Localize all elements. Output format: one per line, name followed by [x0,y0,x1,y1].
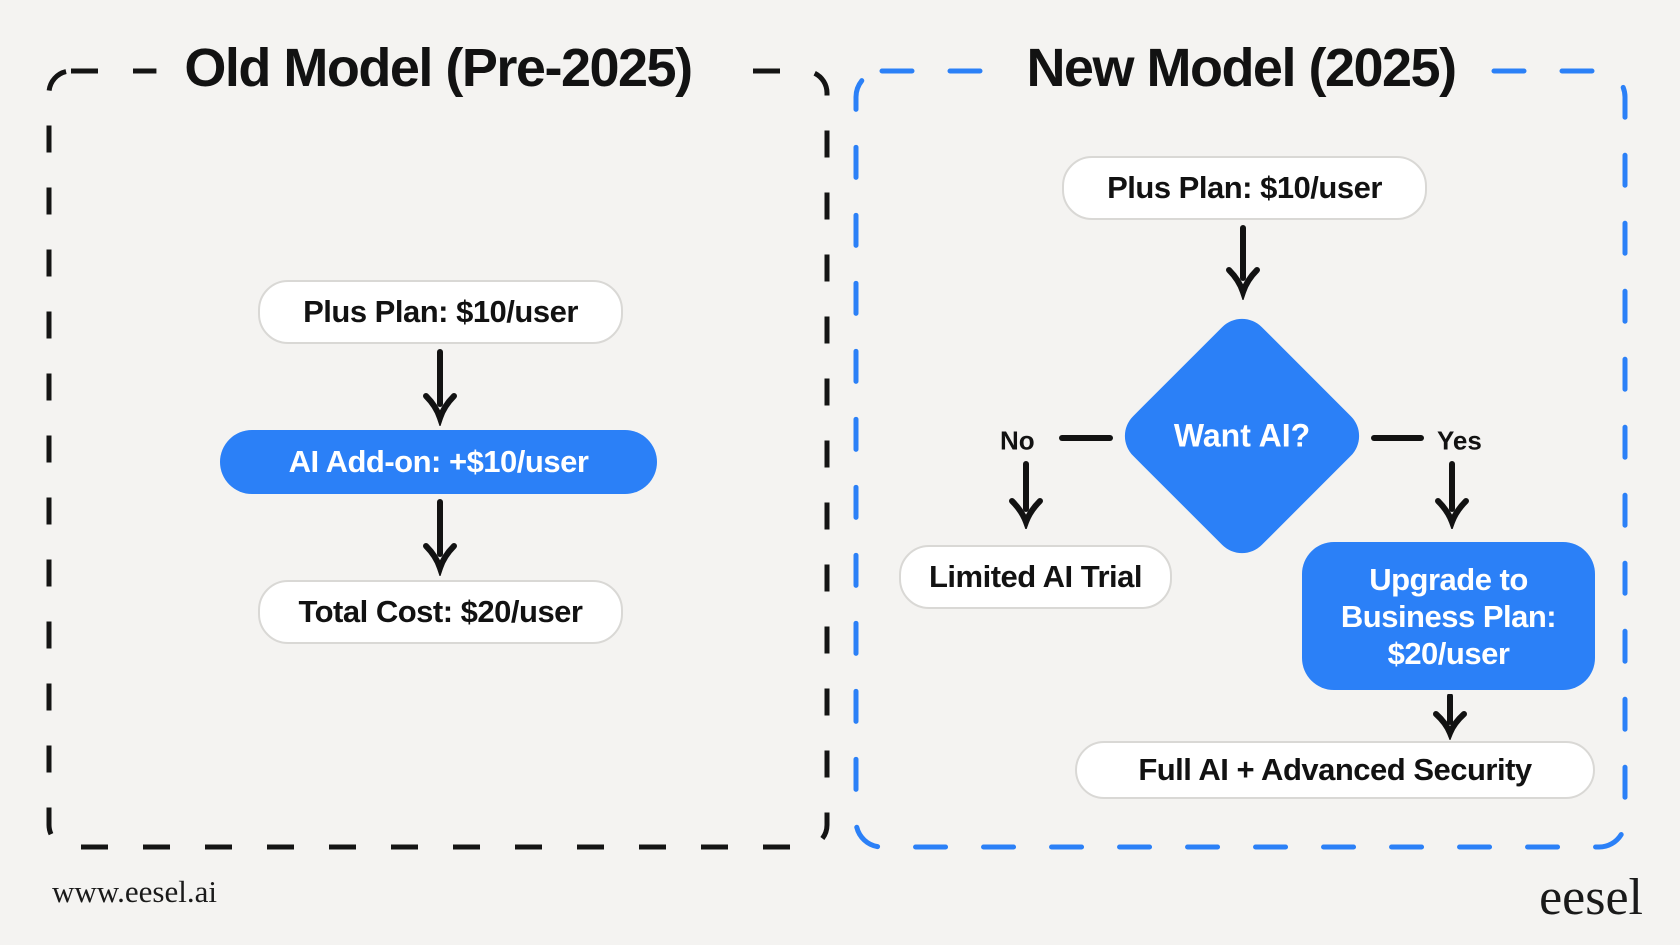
upgrade-line-3: $20/user [1387,635,1510,671]
upgrade-line-2: Business Plan: [1340,598,1557,634]
arrow-down-icon [1226,225,1260,300]
node-plus-plan-old: Plus Plan: $10/user [258,280,623,344]
decision-want-ai-label: Want AI? [1173,417,1311,454]
eesel-logo: eesel [1539,869,1643,926]
node-upgrade-business-plan: Upgrade to Business Plan: $20/user [1302,542,1595,690]
connector-no-line [1059,435,1113,441]
arrow-down-icon [1009,461,1043,529]
arrow-down-icon [1433,694,1467,740]
node-total-cost: Total Cost: $20/user [258,580,623,644]
footer-website-text: www.eesel.ai [52,874,217,909]
node-limited-ai-trial: Limited AI Trial [899,545,1172,609]
old-model-title: Old Model (Pre-2025) [156,37,720,99]
node-ai-addon: AI Add-on: +$10/user [220,430,657,494]
upgrade-line-1: Upgrade to [1369,561,1528,597]
arrow-down-icon [423,499,457,576]
connector-yes-line [1371,435,1424,441]
node-plus-plan-new: Plus Plan: $10/user [1062,156,1427,220]
new-model-title: New Model (2025) [998,37,1484,99]
branch-yes-label: Yes [1437,425,1482,456]
node-full-ai-security: Full AI + Advanced Security [1075,741,1595,799]
arrow-down-icon [1435,461,1469,529]
old-model-panel-border [46,68,830,850]
arrow-down-icon [423,349,457,426]
branch-no-label: No [1000,425,1035,456]
